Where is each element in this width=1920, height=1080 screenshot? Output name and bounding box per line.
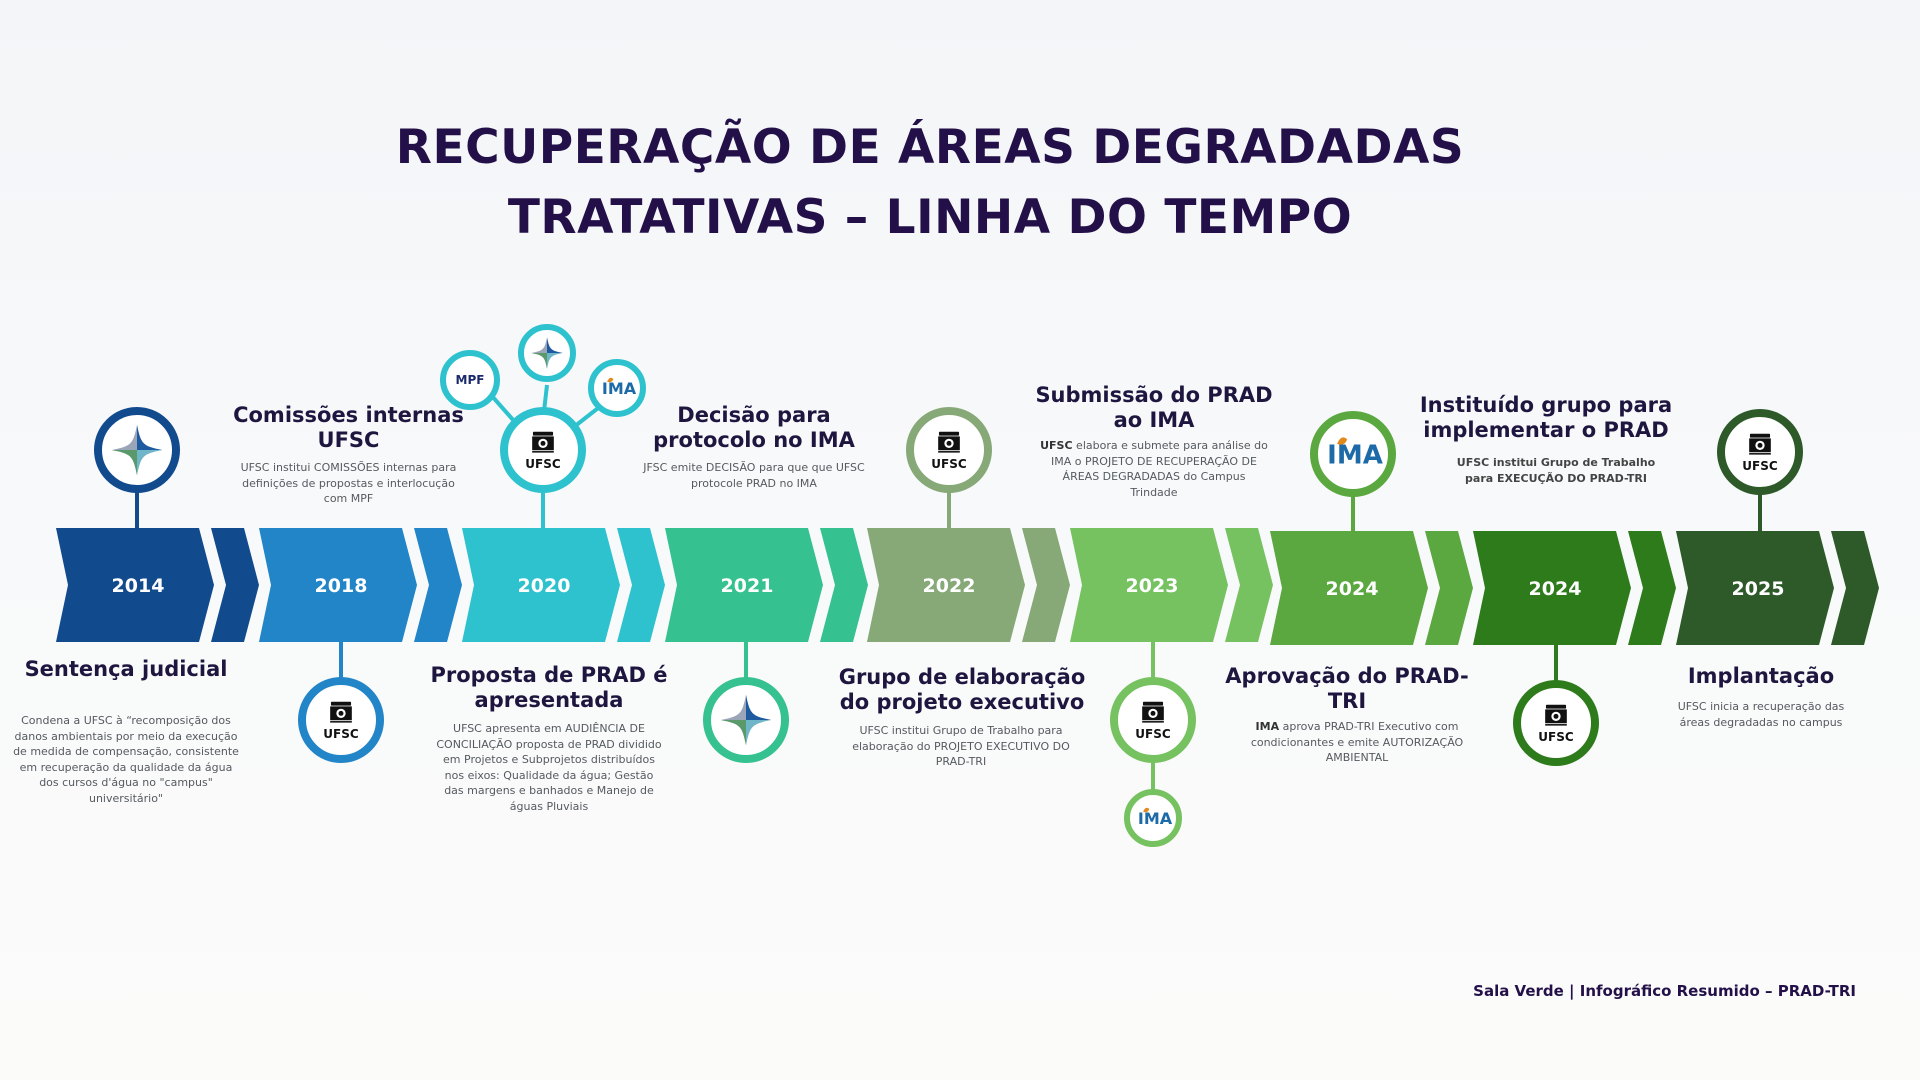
- event-desc-2023-bold: UFSC: [1040, 439, 1073, 452]
- logo-2020-ima-ring: [588, 359, 646, 417]
- event-desc-2021: JFSC emite DECISÃO para que que UFSC pro…: [643, 461, 865, 490]
- event-desc-2025: UFSC inicia a recuperação das áreas degr…: [1677, 700, 1845, 729]
- chevron-2018-1: [259, 528, 417, 642]
- logo-2020-ufsc-ufsc-text: UFSC: [525, 457, 561, 471]
- logo-2018-ufsc-text: UFSC: [323, 727, 359, 741]
- year-label-6: 2024: [1326, 578, 1379, 600]
- event-title-2024a: Aprovação do PRAD-TRI: [1225, 664, 1469, 713]
- chevron-arrow-5: [1225, 528, 1273, 642]
- timeline-chevrons: 2014 2018 2020 2021 2022 2023 2024 2024 2025: [56, 528, 1879, 645]
- logo-2020-mpf-mpf-text: MPF: [456, 373, 485, 387]
- logo-2024b-ufsc-icon: [1545, 704, 1567, 726]
- logo-2024a-ima-leaf-icon: [1337, 437, 1348, 445]
- year-label-2: 2020: [518, 575, 571, 597]
- event-title-2021: Decisão para protocolo no IMA: [653, 403, 855, 452]
- chevron-2021-3: [665, 528, 823, 642]
- event-title-2014: Sentença judicial: [24, 657, 228, 681]
- event-title-2025: Implantação: [1687, 664, 1835, 688]
- chevron-arrow-8: [1831, 531, 1879, 645]
- event-desc-2024b: UFSC institui Grupo de Trabalho para EXE…: [1456, 456, 1656, 485]
- chevron-arrow-1: [414, 528, 462, 642]
- logo-2025-ufsc-icon: [1749, 433, 1771, 455]
- logo-2025: UFSC: [1717, 409, 1803, 495]
- chevron-arrow-2: [617, 528, 665, 642]
- event-title-2020: Proposta de PRAD é apresentada: [430, 663, 668, 712]
- logo-2023-ufsc: UFSC: [1110, 677, 1196, 763]
- chevron-arrow-4: [1022, 528, 1070, 642]
- chevron-arrow-3: [820, 528, 868, 642]
- timeline-logos: UFSC UFSC MPF IMA UFSC UFSC IMA IMA UFSC UFSC: [94, 324, 1803, 847]
- event-desc-2024a: IMA aprova PRAD-TRI Executivo com condic…: [1242, 719, 1472, 766]
- year-label-3: 2021: [721, 575, 774, 597]
- logo-2023-ufsc-ufsc-text: UFSC: [1135, 727, 1171, 741]
- logo-2020-star: [518, 324, 576, 382]
- year-label-0: 2014: [112, 575, 165, 597]
- logo-2020-ufsc-ufsc-icon: [532, 431, 554, 453]
- main-title-line-1: RECUPERAÇÃO DE ÁREAS DEGRADADAS: [395, 120, 1465, 175]
- year-label-8: 2025: [1732, 578, 1785, 600]
- year-label-4: 2022: [923, 575, 976, 597]
- event-desc-2024a-bold: IMA: [1255, 720, 1280, 733]
- event-desc-2018: UFSC institui COMISSÕES internas para de…: [240, 461, 457, 505]
- event-desc-2014: Condena a UFSC à “recomposição dos danos…: [13, 714, 239, 805]
- chevron-2024-6: [1270, 531, 1428, 645]
- event-desc-2023: UFSC elabora e submete para análise do I…: [1039, 438, 1269, 500]
- chevron-2020-2: [462, 528, 620, 642]
- year-label-7: 2024: [1529, 578, 1582, 600]
- logo-2024a: IMA: [1310, 411, 1396, 497]
- logo-2023-ima-ring: [1124, 789, 1182, 847]
- logo-2023-ima: IMA: [1124, 789, 1182, 847]
- year-label-1: 2018: [315, 575, 368, 597]
- logo-2024b: UFSC: [1513, 680, 1599, 766]
- logo-2020-ufsc: UFSC: [500, 407, 586, 493]
- chevron-arrow-6: [1425, 531, 1473, 645]
- logo-2020-ima-ima-leaf-icon: [607, 377, 614, 383]
- logo-2025-ufsc-text: UFSC: [1742, 459, 1778, 473]
- event-title-2018: Comissões internas UFSC: [233, 403, 464, 452]
- logo-2022-ufsc-text: UFSC: [931, 457, 967, 471]
- chevron-2023-5: [1070, 528, 1228, 642]
- logo-2022-ufsc-icon: [938, 431, 960, 453]
- main-title-line-2: TRATATIVAS – LINHA DO TEMPO: [507, 190, 1353, 245]
- logo-2020-ima: IMA: [588, 359, 646, 417]
- logo-2018-ufsc-icon: [330, 701, 352, 723]
- event-title-2023: Submissão do PRAD ao IMA: [1035, 383, 1273, 432]
- event-desc-2024a-text: aprova PRAD-TRI Executivo com condiciona…: [1250, 720, 1464, 764]
- logo-2022: UFSC: [906, 407, 992, 493]
- event-desc-2022: UFSC institui Grupo de Trabalho para ela…: [852, 724, 1070, 768]
- chevron-2014-0: [56, 528, 214, 642]
- logo-2018: UFSC: [298, 677, 384, 763]
- event-desc-2023-text: elabora e submete para análise do IMA o …: [1051, 439, 1268, 499]
- year-label-5: 2023: [1126, 575, 1179, 597]
- chevron-arrow-0: [211, 528, 259, 642]
- chevron-2025-8: [1676, 531, 1834, 645]
- chevron-2024-7: [1473, 531, 1631, 645]
- logo-2024a-ima-text: IMA: [1327, 440, 1383, 470]
- chevron-arrow-7: [1628, 531, 1676, 645]
- logo-2023-ufsc-ufsc-icon: [1142, 701, 1164, 723]
- logo-2023-ima-ima-text: IMA: [1138, 809, 1173, 828]
- logo-2023-ima-ima-leaf-icon: [1143, 807, 1150, 813]
- event-desc-2020: UFSC apresenta em AUDIÊNCIA DE CONCILIAÇ…: [436, 722, 662, 813]
- chevron-2022-4: [867, 528, 1025, 642]
- logo-2020-mpf: MPF: [440, 350, 500, 410]
- logo-2021: [703, 677, 789, 763]
- logo-2024b-ufsc-text: UFSC: [1538, 730, 1574, 744]
- logo-2020-mpf-ring: [440, 350, 500, 410]
- logo-2020-ima-ima-text: IMA: [602, 379, 637, 398]
- footer-credit: Sala Verde | Infográfico Resumido – PRAD…: [1473, 982, 1856, 1000]
- event-title-2024b: Instituído grupo para implementar o PRAD: [1419, 393, 1673, 442]
- event-title-2022: Grupo de elaboração do projeto executivo: [838, 665, 1086, 714]
- logo-2024a-ring: [1310, 411, 1396, 497]
- logo-2014: [94, 407, 180, 493]
